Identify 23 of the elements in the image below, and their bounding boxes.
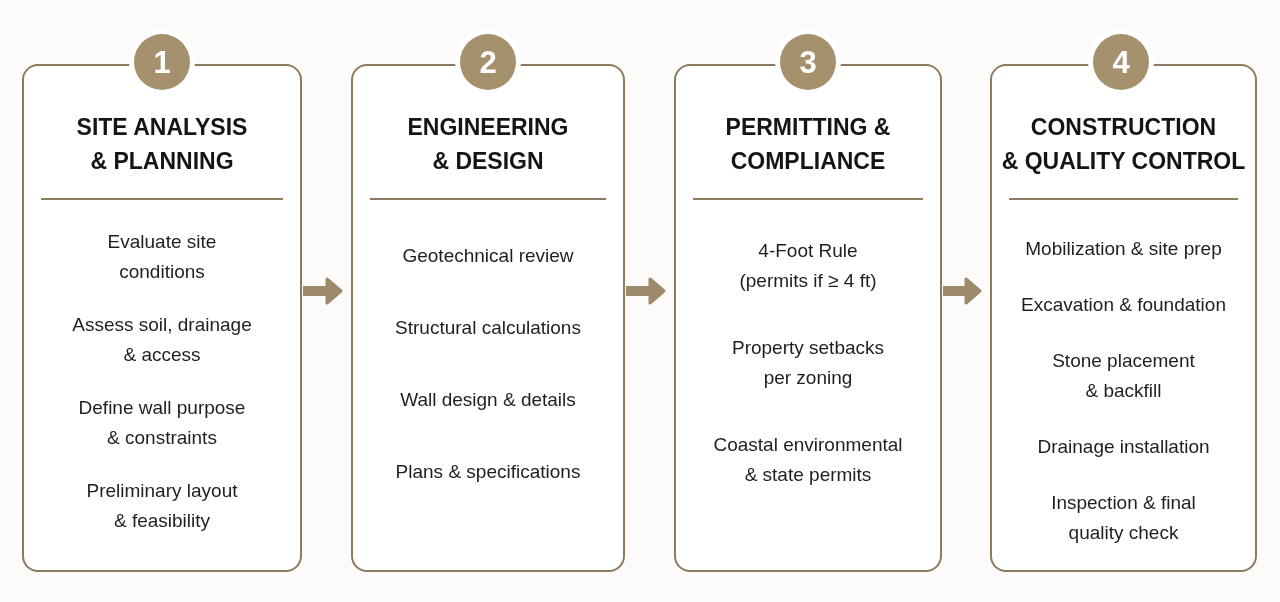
arrow [626,277,666,305]
step-item: Excavation & foundation [1021,293,1226,317]
step-title: ENGINEERING & DESIGN [406,113,570,176]
step-item: Plans & specifications [395,460,581,484]
arrow [943,277,982,305]
step-item: Inspection & final quality check [1050,491,1197,545]
step-item: Preliminary layout & feasibility [85,479,239,533]
step-title: SITE ANALYSIS & PLANNING [75,113,249,176]
arrow [303,277,343,305]
step-item: 4-Foot Rule (permits if ≥ 4 ft) [738,239,878,293]
step-title: CONSTRUCTION & QUALITY CONTROL [1000,113,1247,176]
step-item: Wall design & details [400,388,576,412]
step-item: Structural calculations [395,316,581,340]
step-item: Drainage installation [1037,435,1210,459]
step-item: Assess soil, drainage & access [71,313,253,367]
step-item: Evaluate site conditions [106,230,218,284]
step-item: Mobilization & site prep [1025,237,1222,261]
step-item: Define wall purpose & constraints [77,396,247,450]
step-item: Property setbacks per zoning [730,336,886,390]
step-item: Stone placement & backfill [1051,349,1196,403]
step-item: Geotechnical review [402,244,574,268]
step-item: Coastal environmental & state permits [712,433,904,487]
step-title: PERMITTING & COMPLIANCE [724,113,892,176]
